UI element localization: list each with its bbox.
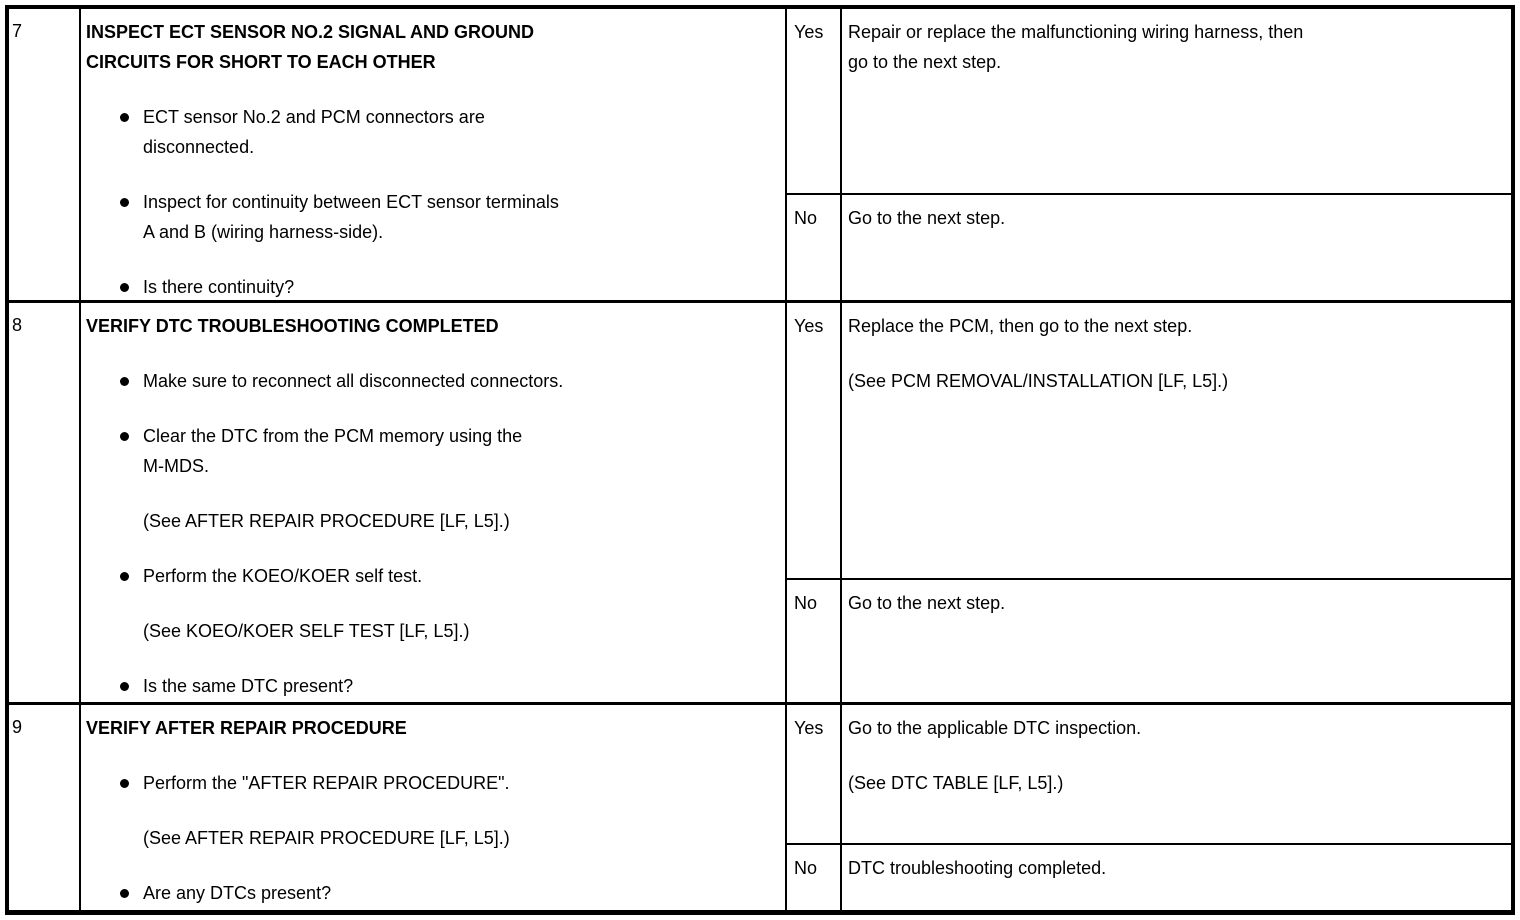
action-cell: DTC troubleshooting completed.: [842, 845, 1511, 910]
checklist-item-text: Perform the "AFTER REPAIR PROCEDURE".: [143, 773, 510, 793]
checklist-item: Clear the DTC from the PCM memory using …: [120, 421, 777, 481]
bullet-icon: [120, 682, 129, 691]
action-cell: Replace the PCM, then go to the next ste…: [842, 303, 1511, 578]
result-row-yes: Yes Replace the PCM, then go to the next…: [787, 303, 1511, 580]
answer-cell: No: [787, 195, 842, 300]
inspection-cell: VERIFY AFTER REPAIR PROCEDURE Perform th…: [81, 705, 787, 910]
see-reference-note: (See AFTER REPAIR PROCEDURE [LF, L5].): [143, 511, 510, 531]
checklist-item-text: ECT sensor No.2 and PCM connectors are d…: [143, 107, 485, 157]
result-row-no: No DTC troubleshooting completed.: [787, 845, 1511, 910]
checklist-item: ECT sensor No.2 and PCM connectors are d…: [120, 102, 777, 162]
answer-label-yes: Yes: [794, 22, 824, 42]
answer-label-yes: Yes: [794, 718, 824, 738]
troubleshooting-table: 7 INSPECT ECT SENSOR NO.2 SIGNAL AND GRO…: [5, 5, 1515, 915]
results-cell: Yes Go to the applicable DTC inspection.…: [787, 705, 1511, 910]
answer-label-yes: Yes: [794, 316, 824, 336]
checklist-item-text: Are any DTCs present?: [143, 883, 332, 903]
answer-cell: Yes: [787, 9, 842, 193]
checklist-item: Are any DTCs present?: [120, 878, 777, 908]
checklist-item: Inspect for continuity between ECT senso…: [120, 187, 777, 247]
results-cell: Yes Repair or replace the malfunctioning…: [787, 9, 1511, 300]
action-cell: Go to the next step.: [842, 195, 1511, 300]
checklist-item: Perform the "AFTER REPAIR PROCEDURE".: [120, 768, 777, 798]
action-text: Repair or replace the malfunctioning wir…: [848, 22, 1304, 72]
checklist-item-text: Is the same DTC present?: [143, 676, 354, 696]
bullet-icon: [120, 432, 129, 441]
action-reference-text: (See PCM REMOVAL/INSTALLATION [LF, L5].): [848, 371, 1229, 391]
step-row-8: 8 VERIFY DTC TROUBLESHOOTING COMPLETED M…: [9, 303, 1511, 705]
bullet-icon: [120, 572, 129, 581]
step-number: 8: [12, 315, 23, 335]
inspection-title: INSPECT ECT SENSOR NO.2 SIGNAL AND GROUN…: [86, 22, 535, 72]
checklist-item-text: Make sure to reconnect all disconnected …: [143, 371, 564, 391]
checklist-item-text: Clear the DTC from the PCM memory using …: [143, 426, 523, 476]
step-row-7: 7 INSPECT ECT SENSOR NO.2 SIGNAL AND GRO…: [9, 9, 1511, 303]
answer-cell: Yes: [787, 303, 842, 578]
bullet-icon: [120, 377, 129, 386]
step-number-cell: 9: [9, 705, 81, 910]
action-text: Replace the PCM, then go to the next ste…: [848, 316, 1193, 336]
result-row-yes: Yes Repair or replace the malfunctioning…: [787, 9, 1511, 195]
action-cell: Repair or replace the malfunctioning wir…: [842, 9, 1511, 193]
bullet-icon: [120, 889, 129, 898]
answer-label-no: No: [794, 593, 818, 613]
answer-cell: No: [787, 845, 842, 910]
action-text: DTC troubleshooting completed.: [848, 858, 1107, 878]
inspection-title: VERIFY DTC TROUBLESHOOTING COMPLETED: [86, 316, 499, 336]
result-row-no: No Go to the next step.: [787, 580, 1511, 702]
action-text: Go to the next step.: [848, 593, 1006, 613]
see-reference-note: (See AFTER REPAIR PROCEDURE [LF, L5].): [143, 828, 510, 848]
results-cell: Yes Replace the PCM, then go to the next…: [787, 303, 1511, 702]
action-reference-text: (See DTC TABLE [LF, L5].): [848, 773, 1064, 793]
result-row-yes: Yes Go to the applicable DTC inspection.…: [787, 705, 1511, 845]
checklist-item: Is there continuity?: [120, 272, 777, 300]
checklist-item-text: Is there continuity?: [143, 277, 295, 297]
step-number: 9: [12, 717, 23, 737]
action-text: Go to the applicable DTC inspection.: [848, 718, 1142, 738]
checklist-item-text: Perform the KOEO/KOER self test.: [143, 566, 423, 586]
inspection-title: VERIFY AFTER REPAIR PROCEDURE: [86, 718, 407, 738]
bullet-icon: [120, 113, 129, 122]
inspection-cell: INSPECT ECT SENSOR NO.2 SIGNAL AND GROUN…: [81, 9, 787, 300]
step-number-cell: 8: [9, 303, 81, 702]
result-row-no: No Go to the next step.: [787, 195, 1511, 300]
action-cell: Go to the next step.: [842, 580, 1511, 702]
checklist-item: Perform the KOEO/KOER self test.: [120, 561, 777, 591]
inspection-cell: VERIFY DTC TROUBLESHOOTING COMPLETED Mak…: [81, 303, 787, 702]
answer-cell: Yes: [787, 705, 842, 843]
step-row-9: 9 VERIFY AFTER REPAIR PROCEDURE Perform …: [9, 705, 1511, 910]
bullet-icon: [120, 283, 129, 292]
bullet-icon: [120, 198, 129, 207]
step-number-cell: 7: [9, 9, 81, 300]
action-cell: Go to the applicable DTC inspection. (Se…: [842, 705, 1511, 843]
answer-label-no: No: [794, 858, 818, 878]
action-text: Go to the next step.: [848, 208, 1006, 228]
answer-label-no: No: [794, 208, 818, 228]
see-reference-note: (See KOEO/KOER SELF TEST [LF, L5].): [143, 621, 470, 641]
bullet-icon: [120, 779, 129, 788]
checklist-item: Is the same DTC present?: [120, 671, 777, 701]
answer-cell: No: [787, 580, 842, 702]
checklist-item: Make sure to reconnect all disconnected …: [120, 366, 777, 396]
step-number: 7: [12, 21, 23, 41]
checklist-item-text: Inspect for continuity between ECT senso…: [143, 192, 559, 242]
